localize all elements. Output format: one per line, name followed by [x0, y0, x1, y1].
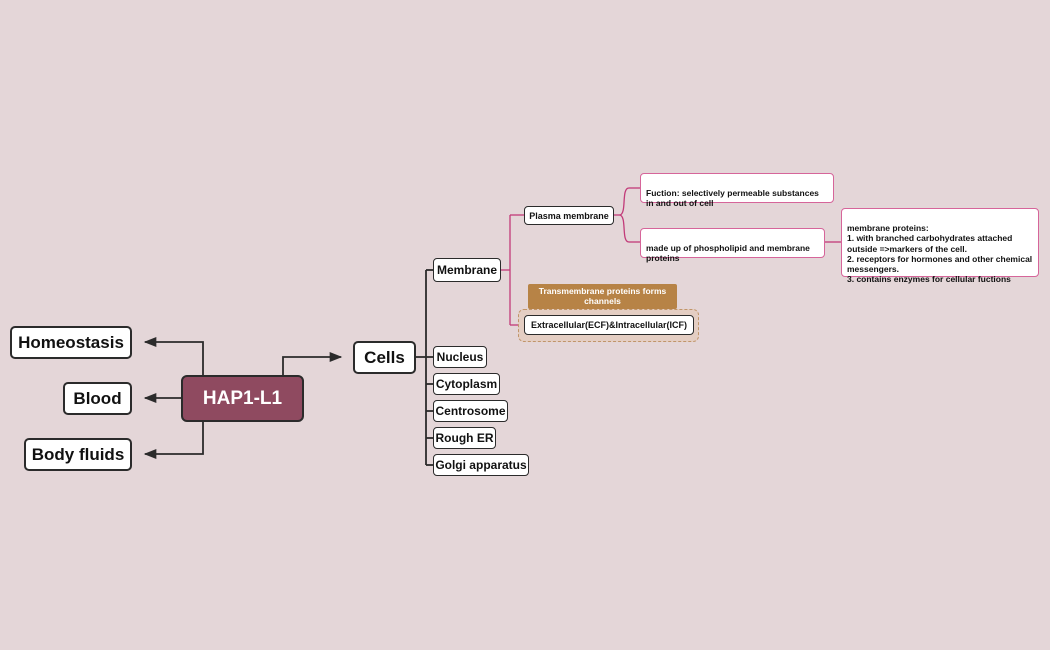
subtopic-membrane[interactable]: Membrane — [433, 258, 501, 282]
subtopic-centrosome-label: Centrosome — [435, 404, 506, 418]
root-label: HAP1-L1 — [202, 387, 283, 409]
subtopic-cytoplasm[interactable]: Cytoplasm — [433, 373, 500, 395]
topic-cells-label: Cells — [364, 347, 405, 367]
node-plasma-membrane[interactable]: Plasma membrane — [524, 206, 614, 225]
subtopic-rough-er-label: Rough ER — [435, 431, 494, 445]
node-extra-intra-cellular[interactable]: Extracellular(ECF)&Intracellular(ICF) — [524, 315, 694, 335]
floating-topic-transmembrane[interactable]: Transmembrane proteins forms channels — [528, 284, 677, 309]
topic-cells[interactable]: Cells — [353, 341, 416, 374]
topic-blood-label: Blood — [73, 388, 122, 408]
subtopic-nucleus[interactable]: Nucleus — [433, 346, 487, 368]
topic-body-fluids-label: Body fluids — [31, 444, 125, 464]
root-node-hap1-l1[interactable]: HAP1-L1 — [181, 375, 304, 422]
extra-intra-label: Extracellular(ECF)&Intracellular(ICF) — [530, 320, 688, 330]
note-function-text: Fuction: selectively permeable substance… — [646, 188, 819, 209]
note-made-up-of-text: made up of phospholipid and membrane pro… — [646, 243, 810, 264]
subtopic-golgi-apparatus[interactable]: Golgi apparatus — [433, 454, 529, 476]
topic-body-fluids[interactable]: Body fluids — [24, 438, 132, 471]
note-membrane-proteins-text: membrane proteins: 1. with branched carb… — [847, 223, 1033, 285]
subtopic-rough-er[interactable]: Rough ER — [433, 427, 496, 449]
note-function[interactable]: Fuction: selectively permeable substance… — [640, 173, 834, 208]
link-body-fluids — [143, 421, 204, 460]
note-membrane-proteins[interactable]: membrane proteins: 1. with branched carb… — [841, 208, 1039, 284]
topic-homeostasis[interactable]: Homeostasis — [10, 326, 132, 359]
plasma-membrane-label: Plasma membrane — [529, 210, 609, 221]
subtopic-membrane-label: Membrane — [436, 263, 498, 277]
topic-homeostasis-label: Homeostasis — [18, 332, 124, 352]
subtopic-cytoplasm-label: Cytoplasm — [435, 377, 498, 391]
subtopic-nucleus-label: Nucleus — [436, 350, 484, 364]
note-made-up-of[interactable]: made up of phospholipid and membrane pro… — [640, 228, 825, 263]
transmembrane-note-text: Transmembrane proteins forms channels — [538, 286, 667, 306]
link-cells — [282, 351, 343, 376]
link-homeostasis — [143, 336, 204, 376]
subtopic-centrosome[interactable]: Centrosome — [433, 400, 508, 422]
subtopic-golgi-apparatus-label: Golgi apparatus — [435, 458, 527, 472]
topic-blood[interactable]: Blood — [63, 382, 132, 415]
